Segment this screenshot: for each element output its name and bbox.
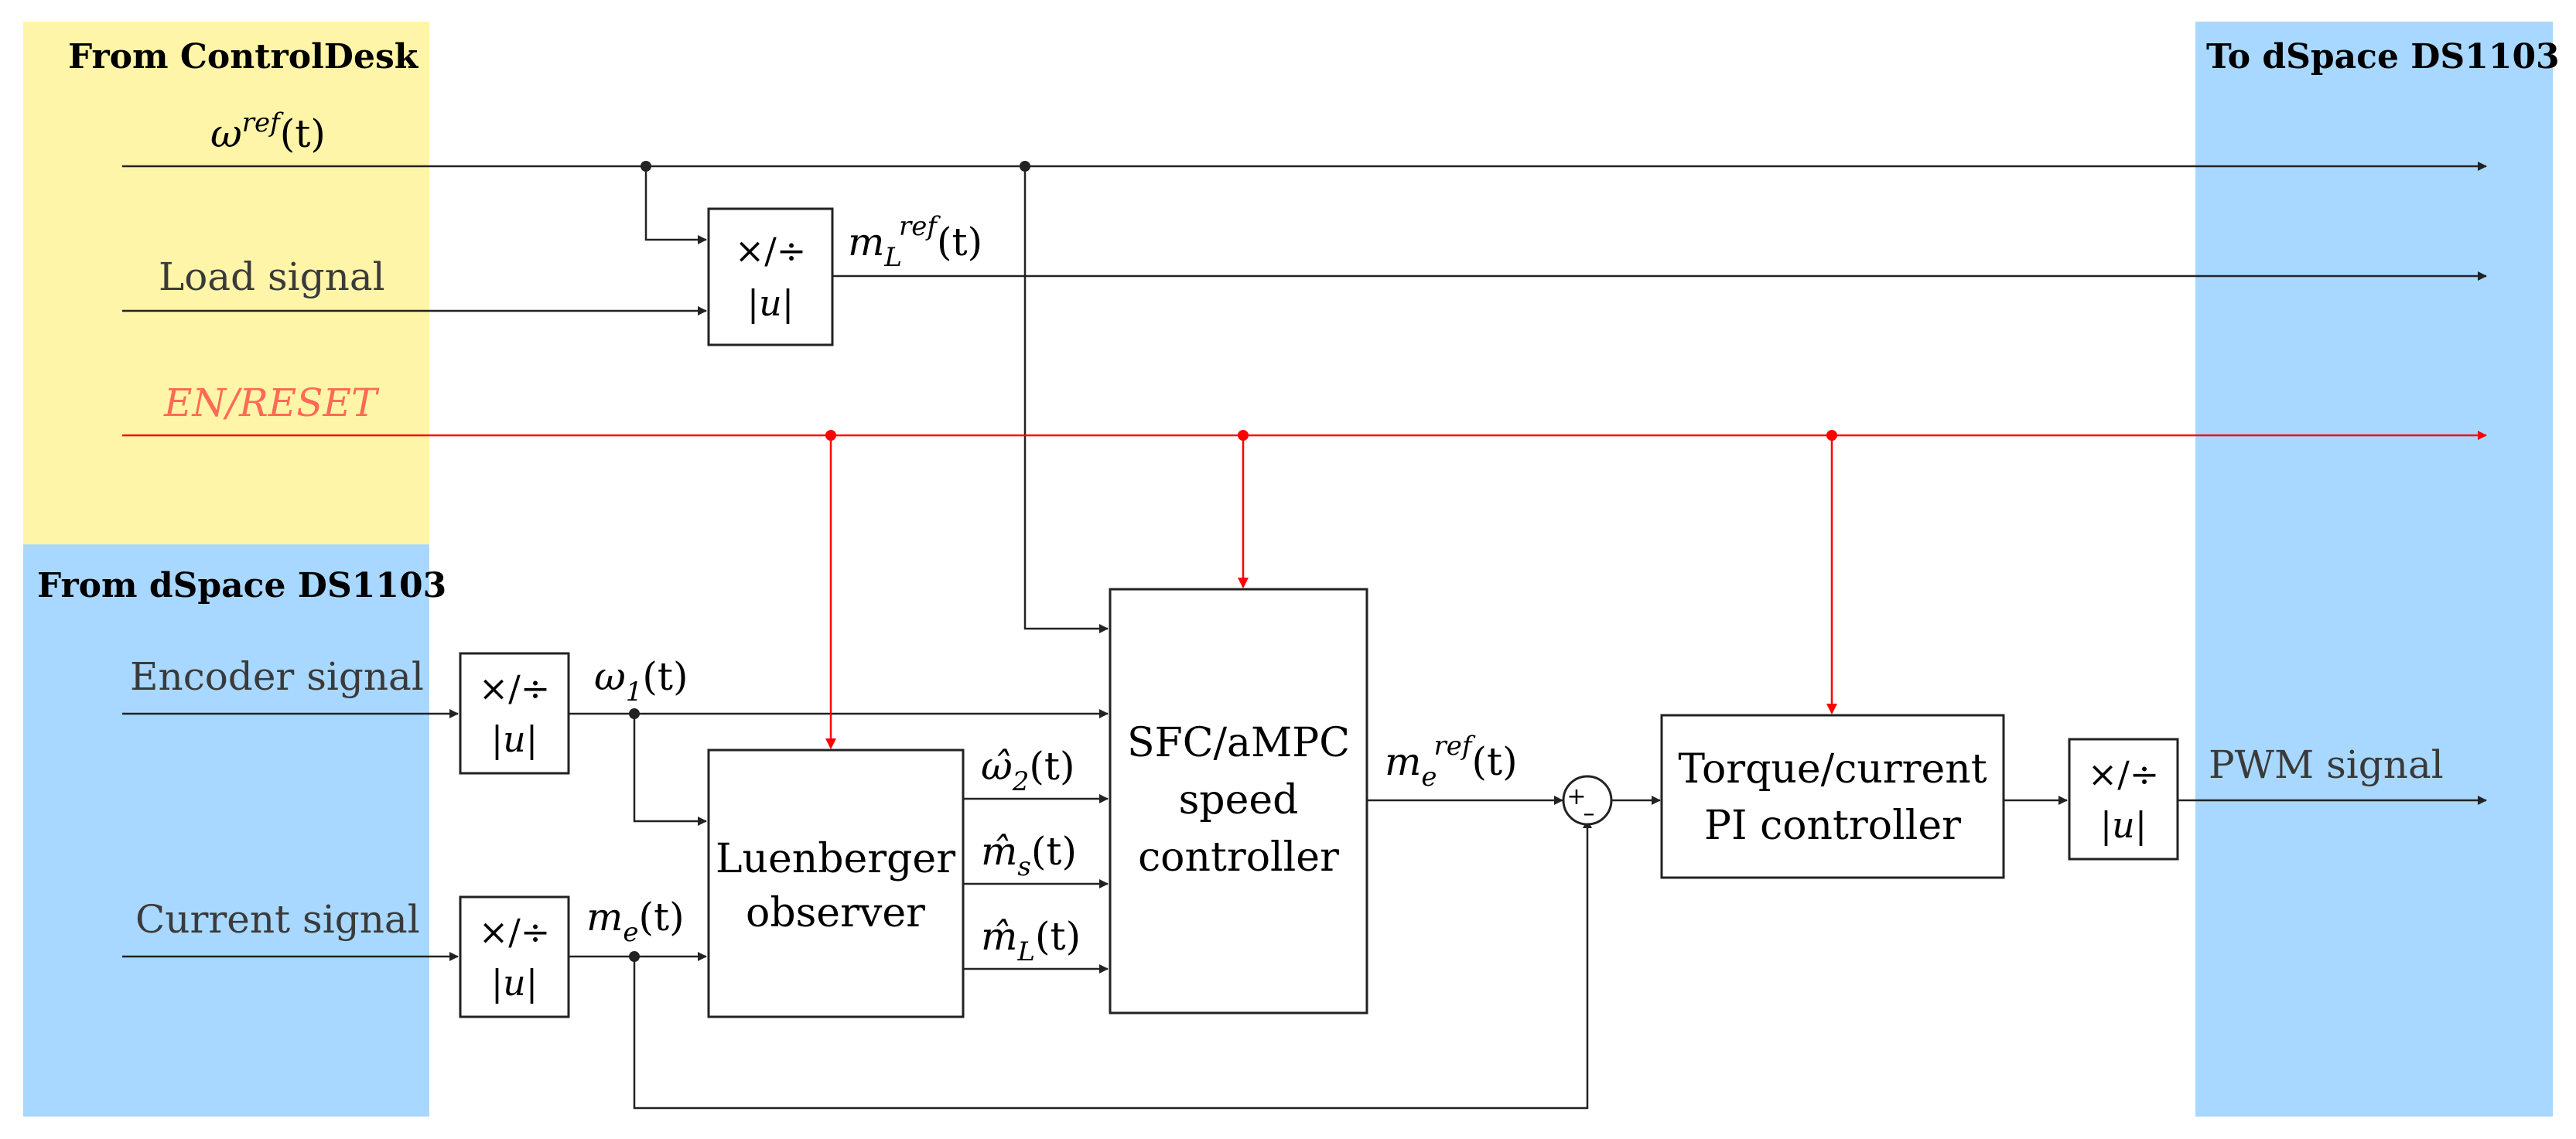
wire-omega-to-gain	[644, 166, 707, 244]
svg-text:Luenberger: Luenberger	[716, 836, 955, 882]
svg-text:Torque/current: Torque/current	[1678, 746, 1987, 793]
en-reset-label: EN/RESET	[163, 380, 380, 425]
svg-text:controller: controller	[1138, 834, 1339, 881]
current-signal-label: Current signal	[135, 897, 420, 942]
dspace-input-zone	[23, 544, 429, 1117]
control-desk-title: From ControlDesk	[68, 37, 419, 77]
sum-junction: + –	[1562, 775, 1613, 827]
speed-controller-block: SFC/aMPC speed controller	[1109, 588, 1368, 1015]
svg-text:speed: speed	[1179, 777, 1299, 824]
encoder-signal-label: Encoder signal	[130, 654, 424, 699]
omega-ref-label: ωref(t)	[210, 107, 326, 156]
svg-text:|u|: |u|	[491, 718, 538, 760]
omega2-hat-label: ω̂2(t)	[981, 744, 1075, 797]
svg-text:×/÷: ×/÷	[2088, 753, 2160, 795]
ml-hat-label: m̂L(t)	[981, 914, 1081, 967]
wire-me-feedback	[633, 819, 1592, 1110]
svg-text:×/÷: ×/÷	[735, 230, 807, 271]
svg-text:observer: observer	[746, 890, 925, 936]
wire-omega1-to-observer	[633, 714, 707, 826]
svg-text:SFC/aMPC: SFC/aMPC	[1127, 720, 1350, 766]
gain-block-encoder: ×/÷ |u|	[459, 652, 570, 775]
svg-text:×/÷: ×/÷	[479, 667, 551, 709]
wire-omega-ref-to-speed	[1023, 166, 1109, 633]
ml-ref-label: mLref(t)	[848, 211, 982, 273]
gain-block-current: ×/÷ |u|	[459, 895, 570, 1018]
svg-text:|u|: |u|	[491, 962, 538, 1004]
torque-controller-block: Torque/current PI controller	[1660, 714, 2005, 879]
svg-text:|u|: |u|	[2100, 804, 2147, 846]
gain-block-load: ×/÷ |u|	[707, 207, 834, 346]
svg-text:+: +	[1566, 783, 1586, 810]
luenberger-observer-block: Luenberger observer	[707, 749, 965, 1018]
svg-text:–: –	[1584, 800, 1595, 827]
dspace-output-zone	[2195, 22, 2553, 1117]
me-label: me(t)	[586, 895, 685, 948]
dspace-output-title: To dSpace DS1103	[2206, 37, 2560, 77]
ms-hat-label: m̂s(t)	[981, 829, 1077, 882]
me-ref-label: meref(t)	[1385, 731, 1518, 793]
svg-text:×/÷: ×/÷	[479, 911, 551, 953]
load-signal-label: Load signal	[159, 254, 385, 299]
svg-text:PI controller: PI controller	[1704, 803, 1961, 849]
omega1-label: ω1(t)	[594, 654, 688, 708]
svg-text:|u|: |u|	[747, 282, 794, 324]
control-desk-zone	[23, 22, 429, 544]
pwm-signal-label: PWM signal	[2209, 742, 2444, 787]
gain-block-pwm: ×/÷ |u|	[2068, 738, 2179, 861]
dspace-input-title: From dSpace DS1103	[37, 566, 446, 605]
